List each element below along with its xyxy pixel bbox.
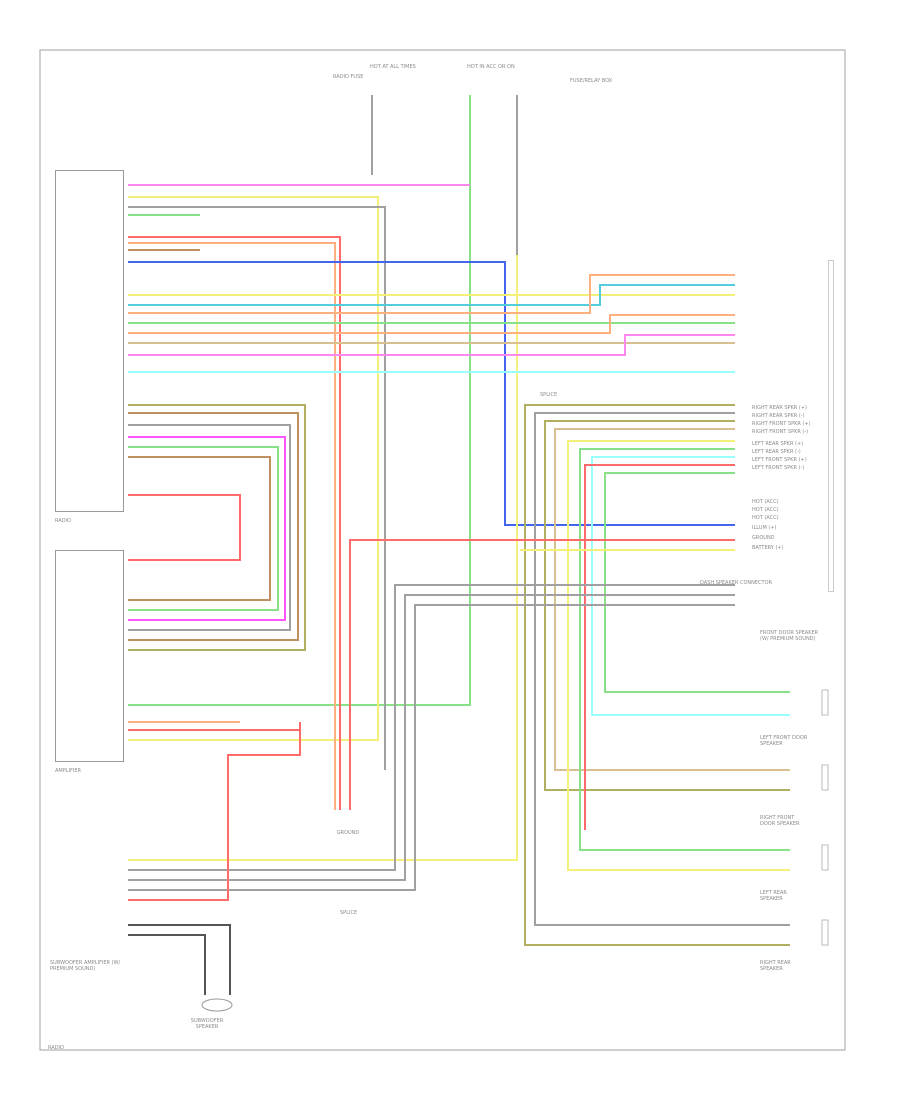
yellow-wire (128, 255, 518, 861)
pin-label: ILLUM (+) (752, 525, 777, 531)
red-wire (584, 464, 735, 830)
green-wire (604, 472, 790, 693)
green-wire (579, 448, 790, 851)
olive-wire (524, 404, 790, 946)
amplifier-box (55, 550, 124, 762)
red-wire (128, 236, 341, 810)
top-label-hot-all: HOT AT ALL TIMES (370, 64, 416, 70)
orange-wire (128, 274, 735, 314)
right-rear-label: RIGHT REAR SPEAKER (760, 960, 791, 972)
footer-label: RADIO (48, 1045, 64, 1051)
ground-label: GROUND (336, 830, 360, 836)
pin-label: RIGHT FRONT SPKR (+) (752, 421, 811, 427)
grey-wire (128, 206, 386, 770)
grey-wire (128, 584, 735, 871)
left-rear-label: LEFT REAR SPEAKER (760, 890, 787, 902)
splice-label-2: SPLICE (540, 392, 558, 398)
pin-label: RIGHT REAR SPKR (-) (752, 413, 805, 419)
orange-wire (128, 242, 336, 810)
speaker-symbol (821, 764, 829, 791)
speaker-symbol (821, 919, 829, 946)
pin-label: LEFT REAR SPKR (-) (752, 449, 801, 455)
left-front-label: LEFT FRONT DOOR SPEAKER (760, 735, 808, 747)
red-wire (128, 494, 241, 561)
green-wire (128, 95, 471, 706)
pin-label: LEFT REAR SPKR (+) (752, 441, 804, 447)
dash-connector-label: DASH SPEAKER CONNECTOR (700, 580, 772, 586)
grey-wire (128, 424, 291, 631)
pin-label: RIGHT FRONT SPKR (-) (752, 429, 809, 435)
pin-label: GROUND (752, 535, 775, 541)
dash-connector-box (828, 260, 834, 592)
black-wire (128, 924, 231, 995)
subwoofer-amp-label: SUBWOOFER AMPLIFIER (W/ PREMIUM SOUND) (50, 960, 121, 972)
diagram-border (39, 49, 846, 1051)
red-wire (128, 722, 301, 901)
black-wire (128, 934, 206, 995)
subwoofer-speaker-label: SUBWOOFER SPEAKER (190, 1018, 224, 1030)
splice-label: SPLICE (340, 910, 358, 916)
yellow-wire (567, 440, 790, 871)
pin-label: HOT (ACC) (752, 507, 779, 513)
pin-label: LEFT FRONT SPKR (+) (752, 457, 807, 463)
teal-wire (128, 284, 735, 306)
pin-label: HOT (ACC) (752, 499, 779, 505)
pin-label: BATTERY (+) (752, 545, 784, 551)
tan-wire (554, 428, 790, 771)
right-front-label: RIGHT FRONT DOOR SPEAKER (760, 815, 800, 827)
pin-label: HOT (ACC) (752, 515, 779, 521)
pin-label: RIGHT REAR SPKR (+) (752, 405, 807, 411)
top-label-hot-acc: HOT IN ACC OR ON (467, 64, 515, 70)
pink-wire (128, 334, 735, 356)
grey-wire (128, 604, 735, 891)
pin-label: LEFT FRONT SPKR (-) (752, 465, 805, 471)
radio-box (55, 170, 124, 512)
speaker-symbol (821, 844, 829, 871)
amplifier-label: AMPLIFIER (55, 768, 81, 774)
yellow-wire (128, 196, 379, 741)
front-door-label: FRONT DOOR SPEAKER (W/ PREMIUM SOUND) (760, 630, 819, 642)
speaker-symbol (821, 689, 829, 716)
green-wire (128, 446, 279, 611)
grey-wire (534, 412, 790, 926)
brown-wire (128, 412, 299, 641)
subwoofer-speaker-symbol (201, 998, 233, 1012)
top-label-radio-fuse: RADIO FUSE (333, 74, 364, 80)
radio-label: RADIO (55, 518, 71, 524)
blue-wire (128, 261, 735, 526)
magenta-wire (128, 436, 286, 621)
red-wire (349, 539, 735, 810)
top-label-fuse-box: FUSE/RELAY BOX (570, 78, 613, 84)
olive-wire (128, 404, 306, 651)
brown-wire (128, 456, 271, 601)
grey-wire (128, 594, 735, 881)
orange-wire (128, 314, 735, 334)
